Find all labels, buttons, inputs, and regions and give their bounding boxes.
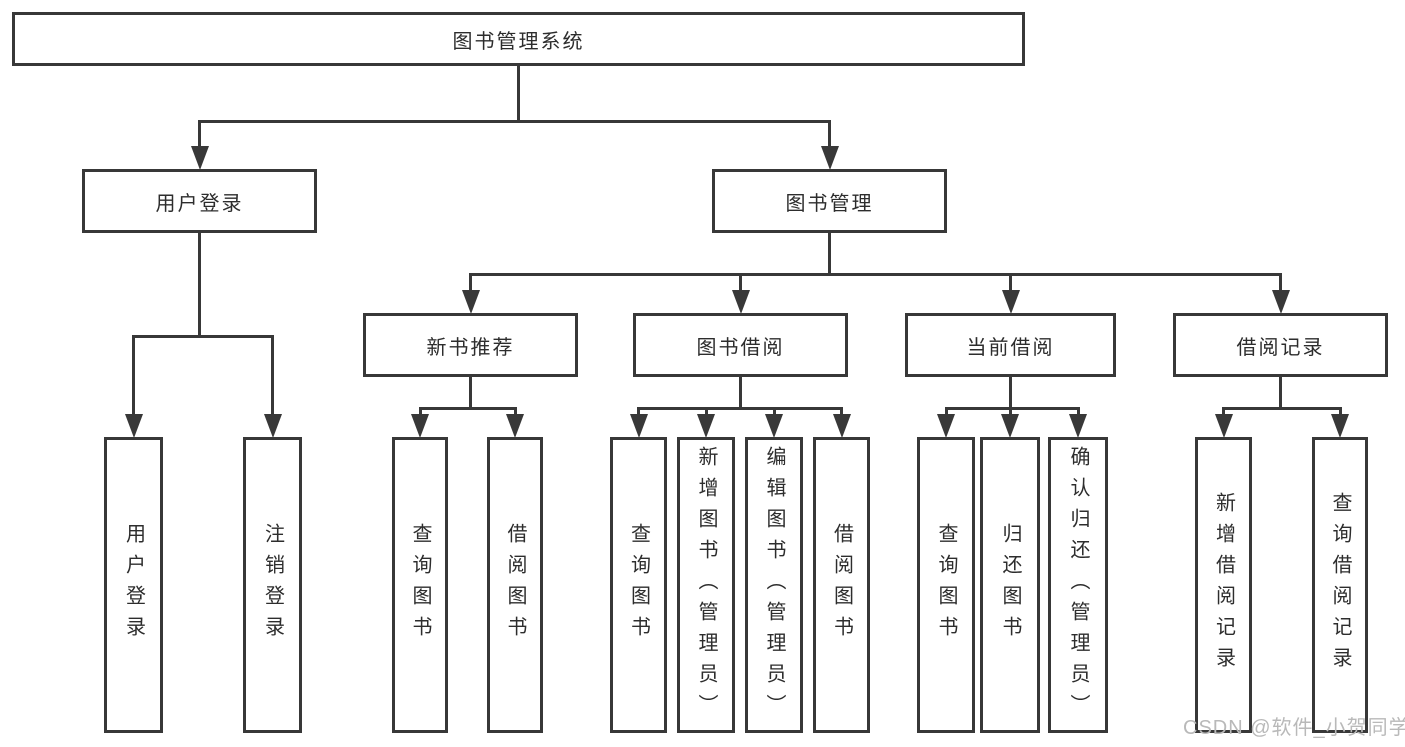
node-label: 借阅记录: [1236, 336, 1325, 359]
node-borrow-records: 借阅记录: [1173, 313, 1388, 377]
arrow-down-icon: [1001, 290, 1020, 314]
node-label: 查询图书: [627, 523, 650, 647]
connector-child-stem: [198, 120, 201, 147]
arrow-down-icon: [461, 290, 480, 314]
node-label: 新增图书（管理员）: [695, 445, 717, 725]
connector-child-stem: [418, 407, 422, 415]
connector-hline: [418, 407, 517, 410]
connector-parent-stem: [1009, 377, 1012, 410]
arrow-down-icon: [1271, 290, 1290, 314]
node-return-book: 归还图书: [980, 437, 1040, 733]
node-label: 查询借阅记录: [1329, 492, 1351, 678]
node-query-books-1: 查询图书: [392, 437, 448, 733]
node-label: 借阅图书: [504, 523, 526, 647]
node-label: 查询图书: [409, 523, 431, 647]
node-label: 新书推荐: [426, 336, 515, 359]
arrow-down-icon: [820, 146, 839, 170]
node-add-borrow-record: 新增借阅记录: [1195, 437, 1252, 733]
connector-child-stem: [1009, 273, 1012, 291]
connector-hline: [1222, 407, 1342, 410]
node-borrow-books-1: 借阅图书: [487, 437, 543, 733]
connector-hline: [469, 273, 1282, 276]
node-book-borrow: 图书借阅: [633, 313, 848, 377]
node-label: 编辑图书（管理员）: [763, 445, 785, 725]
connector-hline: [198, 120, 831, 123]
connector-child-stem: [739, 273, 742, 291]
node-label: 当前借阅: [966, 336, 1055, 359]
node-query-books-3: 查询图书: [917, 437, 975, 733]
node-query-books-2: 查询图书: [610, 437, 667, 733]
node-label: 用户登录: [155, 192, 244, 215]
node-label: 借阅图书: [830, 523, 853, 647]
arrow-down-icon: [1331, 414, 1349, 438]
arrow-down-icon: [1214, 414, 1233, 438]
connector-child-stem: [944, 407, 948, 415]
node-label: 图书借阅: [696, 336, 785, 359]
node-borrow-books-2: 借阅图书: [813, 437, 870, 733]
connector-child-stem: [637, 407, 640, 415]
node-edit-book: 编辑图书（管理员）: [745, 437, 803, 733]
arrow-down-icon: [263, 414, 282, 438]
node-label: 用户登录: [122, 523, 145, 647]
node-confirm-return: 确认归还（管理员）: [1048, 437, 1108, 733]
node-label: 查询图书: [935, 523, 957, 647]
connector-child-stem: [469, 273, 472, 291]
node-current-borrow: 当前借阅: [905, 313, 1116, 377]
node-label: 新增借阅记录: [1212, 492, 1235, 678]
connector-child-stem: [1279, 273, 1282, 291]
connector-hline: [944, 407, 1080, 410]
connector-child-stem: [772, 407, 776, 415]
connector-child-stem: [1008, 407, 1012, 415]
arrow-down-icon: [124, 414, 143, 438]
connector-parent-stem: [828, 233, 831, 276]
arrow-down-icon: [832, 414, 851, 438]
arrow-down-icon: [1069, 414, 1087, 438]
connector-child-stem: [704, 407, 708, 415]
arrow-down-icon: [731, 290, 750, 314]
connector-child-stem: [1076, 407, 1080, 415]
node-logout-leaf: 注销登录: [243, 437, 302, 733]
node-add-book: 新增图书（管理员）: [677, 437, 735, 733]
connector-child-stem: [513, 407, 517, 415]
arrow-down-icon: [629, 414, 648, 438]
connector-child-stem: [828, 120, 831, 147]
node-label: 归还图书: [999, 523, 1021, 647]
arrow-down-icon: [506, 414, 524, 438]
node-label: 图书管理系统: [452, 30, 585, 53]
arrow-down-icon: [190, 146, 209, 170]
node-new-book-rec: 新书推荐: [363, 313, 578, 377]
arrow-down-icon: [1001, 414, 1019, 438]
node-query-borrow-record: 查询借阅记录: [1312, 437, 1368, 733]
watermark: CSDN @软件_小贺同学: [1183, 717, 1405, 739]
connector-hline: [132, 335, 274, 338]
arrow-down-icon: [937, 414, 955, 438]
node-label: 注销登录: [261, 523, 284, 647]
connector-parent-stem: [1279, 377, 1282, 410]
connector-child-stem: [1222, 407, 1225, 415]
node-root: 图书管理系统: [12, 12, 1025, 66]
node-book-mgmt: 图书管理: [712, 169, 947, 233]
connector-child-stem: [840, 407, 843, 415]
connector-parent-stem: [739, 377, 742, 410]
connector-child-stem: [132, 335, 135, 415]
node-user-login-leaf: 用户登录: [104, 437, 163, 733]
connector-parent-stem: [198, 233, 201, 338]
node-user-login: 用户登录: [82, 169, 317, 233]
connector-parent-stem: [517, 66, 520, 123]
connector-child-stem: [271, 335, 274, 415]
arrow-down-icon: [765, 414, 783, 438]
arrow-down-icon: [697, 414, 715, 438]
connector-hline: [637, 407, 843, 410]
node-label: 确认归还（管理员）: [1067, 445, 1089, 725]
node-label: 图书管理: [785, 192, 874, 215]
arrow-down-icon: [411, 414, 429, 438]
connector-parent-stem: [469, 377, 472, 410]
connector-child-stem: [1338, 407, 1342, 415]
